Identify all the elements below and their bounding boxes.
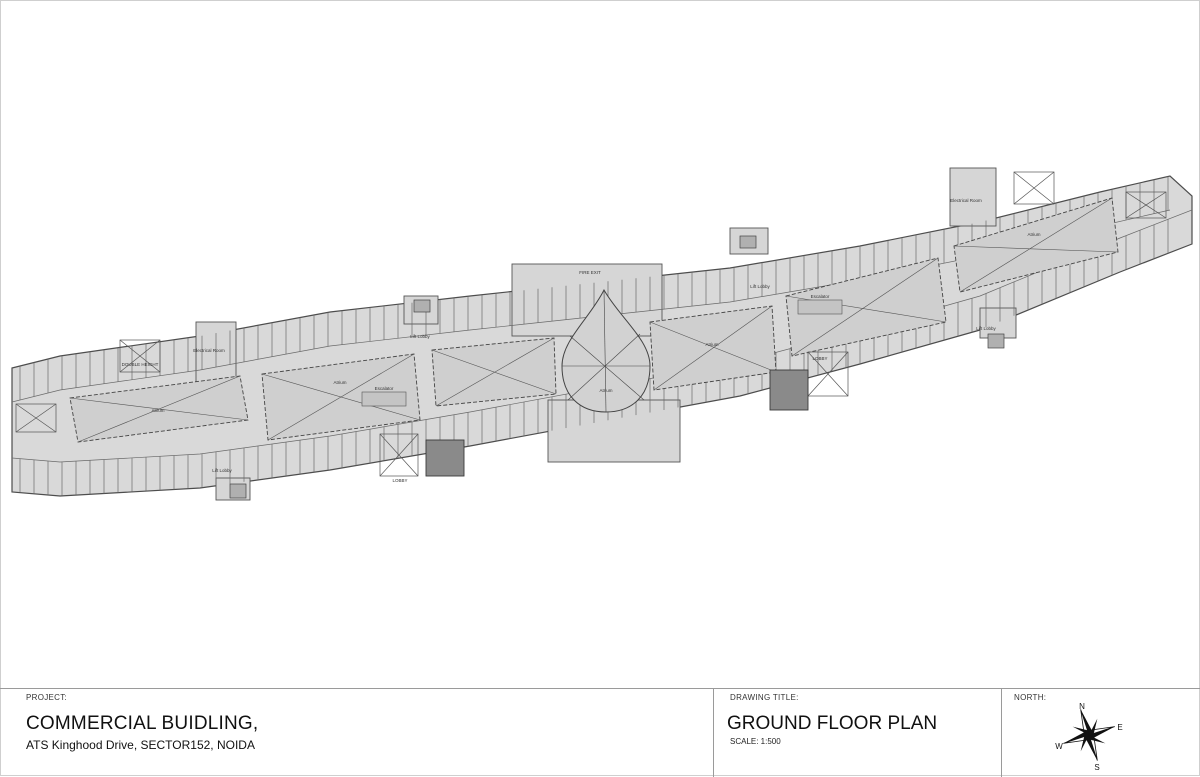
project-caption: PROJECT: bbox=[26, 693, 68, 702]
plan-annotations: Electrical Room Electrical Room Escalato… bbox=[122, 198, 1041, 483]
label-atrium-3: Atrium bbox=[599, 388, 612, 393]
label-lift-lobby-2: Lift Lobby bbox=[750, 284, 770, 289]
atrium-cross-lines bbox=[69, 197, 1119, 443]
label-fire-exit: FIRE EXIT bbox=[579, 270, 601, 275]
escalators bbox=[361, 299, 843, 407]
label-double-height: DOUBLE HEIGHT bbox=[122, 362, 159, 367]
label-electrical-room-east: Electrical Room bbox=[950, 198, 982, 203]
compass-w: W bbox=[1055, 742, 1063, 751]
north-arrow-icon: N E S W bbox=[1055, 702, 1122, 772]
label-atrium-5: Atrium bbox=[1027, 232, 1040, 237]
project-name: COMMERCIAL BUIDLING, bbox=[26, 713, 259, 734]
title-block: PROJECT: COMMERCIAL BUIDLING, ATS Kingho… bbox=[0, 688, 1200, 777]
title-block-divider bbox=[713, 689, 714, 777]
label-electrical-room-west: Electrical Room bbox=[193, 348, 225, 353]
label-atrium-1: Atrium bbox=[151, 408, 164, 413]
ground-floor-plan: Electrical Room Electrical Room Escalato… bbox=[11, 167, 1193, 501]
drawing-title-caption: DRAWING TITLE: bbox=[730, 693, 799, 702]
compass-e: E bbox=[1117, 723, 1122, 732]
label-atrium-2: Atrium bbox=[333, 380, 346, 385]
label-atrium-4: Atrium bbox=[705, 342, 718, 347]
drawing-title: GROUND FLOOR PLAN bbox=[727, 713, 938, 734]
diamond-rooms bbox=[15, 171, 1167, 477]
drawing-scale: SCALE: 1:500 bbox=[730, 737, 781, 746]
label-lobby-1: LOBBY bbox=[392, 478, 407, 483]
label-lift-lobby-1: Lift Lobby bbox=[410, 334, 430, 339]
project-address: ATS Kinghood Drive, SECTOR152, NOIDA bbox=[26, 738, 255, 752]
compass-n: N bbox=[1079, 702, 1085, 711]
label-lift-lobby-3: Lift Lobby bbox=[976, 326, 996, 331]
drawing-title-cell: DRAWING TITLE: GROUND FLOOR PLAN SCALE: … bbox=[0, 689, 1000, 777]
label-escalator-west: Escalator bbox=[375, 386, 394, 391]
service-cores bbox=[425, 369, 809, 477]
label-lobby-2: LOBBY bbox=[812, 356, 827, 361]
project-cell: PROJECT: COMMERCIAL BUIDLING, ATS Kingho… bbox=[0, 689, 712, 777]
label-escalator-east: Escalator bbox=[811, 294, 830, 299]
north-caption: NORTH: bbox=[1014, 693, 1047, 702]
label-lift-lobby-4: Lift Lobby bbox=[212, 468, 232, 473]
stair-blocks bbox=[229, 235, 1005, 499]
compass-s: S bbox=[1094, 763, 1099, 772]
title-block-divider bbox=[1001, 689, 1002, 777]
central-court bbox=[561, 288, 651, 413]
